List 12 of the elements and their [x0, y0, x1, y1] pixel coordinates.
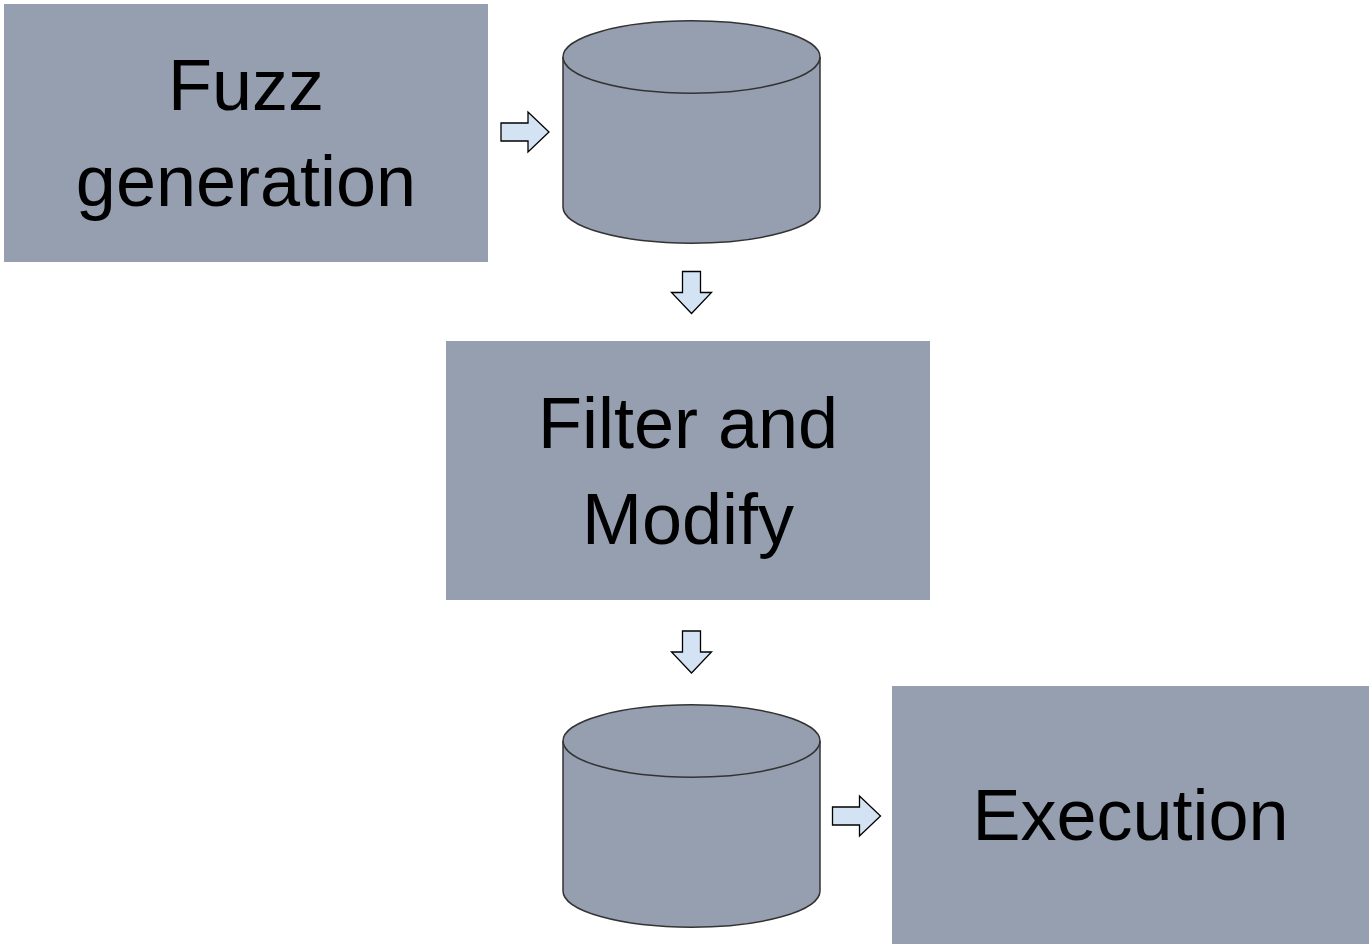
- process-box: [4, 4, 488, 262]
- box-label: Fuzz generation: [74, 44, 418, 223]
- box-label: Execution: [971, 774, 1290, 857]
- block-arrow: [500, 110, 550, 154]
- block-arrow: [831, 794, 882, 838]
- process-box: [446, 341, 930, 600]
- block-arrow: [670, 270, 713, 315]
- block-arrow: [670, 630, 713, 674]
- box-label: Filter and Modify: [536, 381, 840, 561]
- database-cylinder: [562, 20, 821, 244]
- process-box: [892, 686, 1369, 944]
- database-cylinder: [562, 704, 821, 928]
